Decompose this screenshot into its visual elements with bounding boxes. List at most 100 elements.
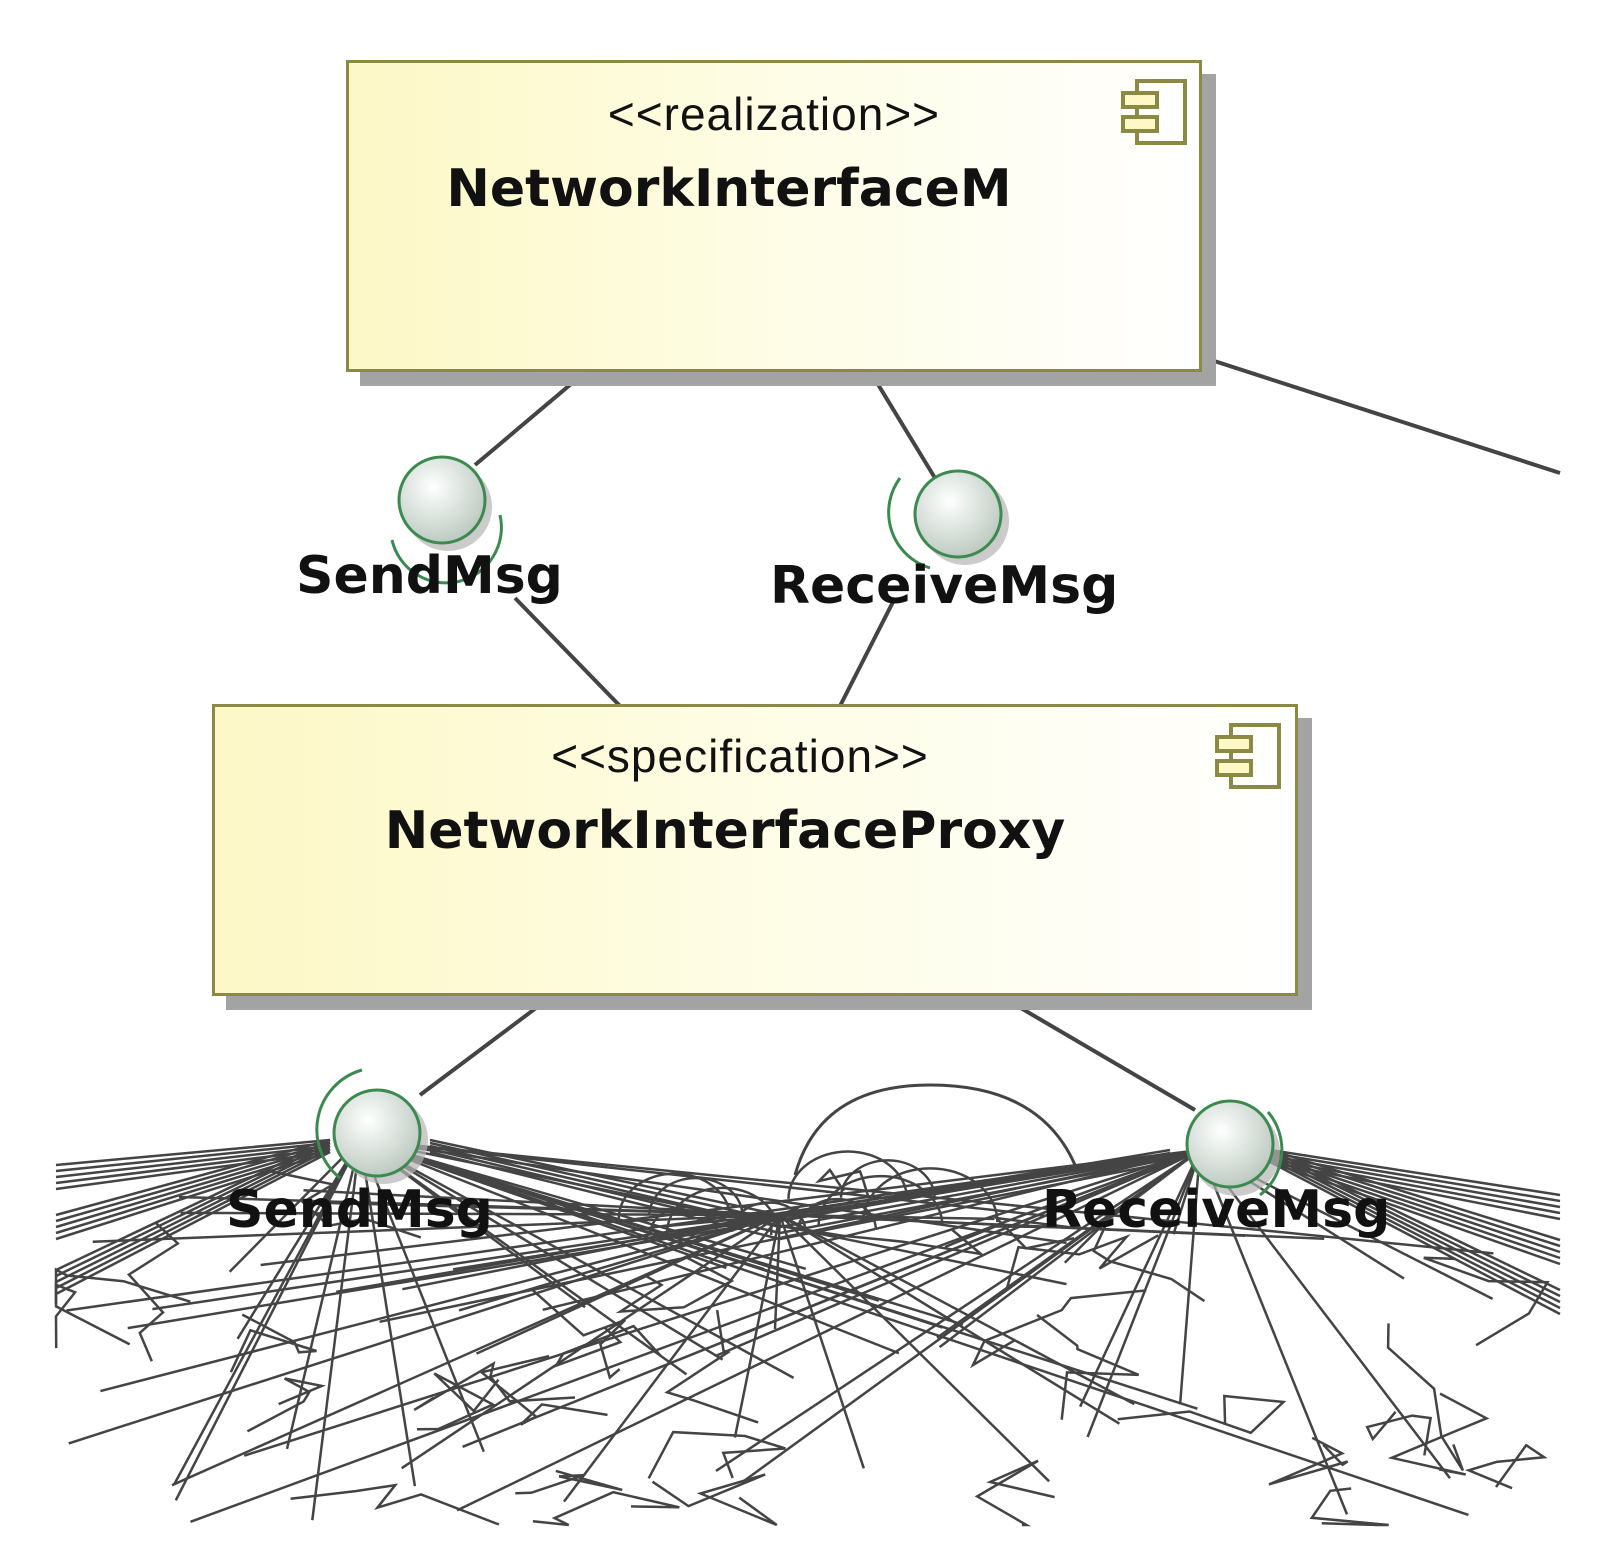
tangle-line [1269,1157,1561,1310]
tangle-line [55,1144,331,1284]
interface-ball-receivemsg-2[interactable] [1185,1099,1284,1197]
component-name: NetworkInterfaceProxy [384,801,1066,861]
tangle-line [174,1139,362,1501]
tangle-polyline [515,1469,623,1495]
tangle-arc [839,1159,936,1198]
tangle-polyline [1268,1436,1349,1486]
tangle-line [92,1213,781,1243]
tangle-line [779,1214,1050,1483]
tangle-line [1269,1151,1561,1298]
tangle-arc [617,1172,732,1219]
interface-label-sendmsg-2: SendMsg [226,1180,493,1240]
tangle-polyline [1386,1323,1465,1472]
tangle-line [228,1139,361,1273]
tangle-polyline [1063,1218,1206,1303]
tangle-polyline [126,1222,180,1362]
stereotype-label: <<specification>> [551,730,929,782]
tangle-line [359,1138,1494,1255]
component-icon [1121,79,1187,145]
tangle-polyline [229,1313,317,1373]
tangle-polyline [478,1354,608,1426]
tangle-arc [787,1150,909,1199]
tangle-polyline [54,1267,191,1305]
tangle-polyline [974,1459,1055,1527]
tangle-line [1178,1149,1202,1405]
tangle-line [938,1149,1201,1349]
tangle-line [1269,1151,1561,1203]
tangle-line [55,1138,331,1217]
interface-label-receivemsg-1: ReceiveMsg [770,556,1119,616]
connector-arc [793,1083,1077,1176]
tangle-line [55,1138,331,1167]
tangle-polyline [814,1168,870,1199]
tangle-arc [649,1205,719,1234]
tangle-line [779,1157,1171,1235]
tangle-line [358,1139,417,1487]
tangle-line [779,1160,1171,1241]
tangle-polyline [1423,1256,1550,1347]
tangle-polyline [970,1289,1147,1369]
interface-label-sendmsg-1: SendMsg [296,546,563,606]
tangle-line [779,1213,1121,1425]
tangle-line [779,1151,1171,1223]
interface-ball-sendmsg-2[interactable] [315,1068,428,1184]
tangle-arc [730,1201,807,1232]
tangle-line [55,1141,331,1173]
tangle-polyline [1365,1410,1433,1456]
tangle-line [55,1141,331,1278]
connector-proxy-sendmsg [418,988,562,1097]
tangle-line [462,1148,1201,1448]
tangle-polyline [651,1473,778,1527]
tangle-line [68,1213,781,1445]
component-network-interface-proxy[interactable]: <<specification>> NetworkInterfaceProxy [212,704,1298,996]
tangle-polyline [1005,1233,1159,1288]
tangle-arc [797,1197,878,1230]
interface-label-receivemsg-2: ReceiveMsg [1042,1180,1391,1240]
tangle-line [55,1147,331,1185]
tangle-line [1269,1148,1561,1292]
tangle-line [171,1213,781,1487]
tangle-line [429,1147,781,1235]
tangle-line [55,1150,331,1296]
tangle-line [458,1213,781,1312]
tangle-polyline [1117,1394,1287,1435]
connector-receivemsg-proxy [838,597,897,707]
tangle-line [243,1148,1201,1457]
connector-m-offscreen [1204,356,1561,475]
connector-proxy-receivemsg [988,988,1197,1112]
dependency-tangle [54,1138,1561,1527]
tangle-line [260,1148,1201,1267]
tangle-polyline [1464,1443,1548,1490]
tangle-line [1199,1149,1451,1479]
component-name: NetworkInterfaceM [446,159,1012,219]
tangle-line [429,1141,781,1223]
tangle-polyline [532,1490,680,1527]
tangle-line [173,1139,362,1485]
tangle-line [429,1144,781,1229]
tangle-line [456,1148,1201,1512]
component-network-interface-m[interactable]: <<realization>> NetworkInterfaceM [346,60,1202,372]
tangle-line [563,1214,781,1503]
tangle-line [778,1214,865,1469]
tangle-line [1269,1148,1561,1197]
tangle-line [429,1150,781,1241]
tangle-arc [817,1174,944,1226]
tangle-line [152,1213,781,1311]
tangle-polyline [615,1256,735,1314]
interface-ball-receivemsg-1[interactable] [887,469,1009,570]
tangle-line [1269,1160,1561,1316]
tangle-line [55,1144,331,1229]
tangle-polyline [1387,1392,1490,1476]
tangle-polyline [1309,1487,1389,1527]
tangle-line [1198,1149,1349,1515]
tangle-polyline [290,1483,500,1526]
tangle-polyline [54,1282,131,1349]
tangle-polyline [264,1168,422,1239]
connector-m-receivemsg [866,366,937,480]
tangle-line [733,1214,782,1438]
interface-ball-sendmsg-1[interactable] [390,455,503,585]
tangle-line [779,1154,1171,1229]
tangle-line [359,1138,900,1355]
